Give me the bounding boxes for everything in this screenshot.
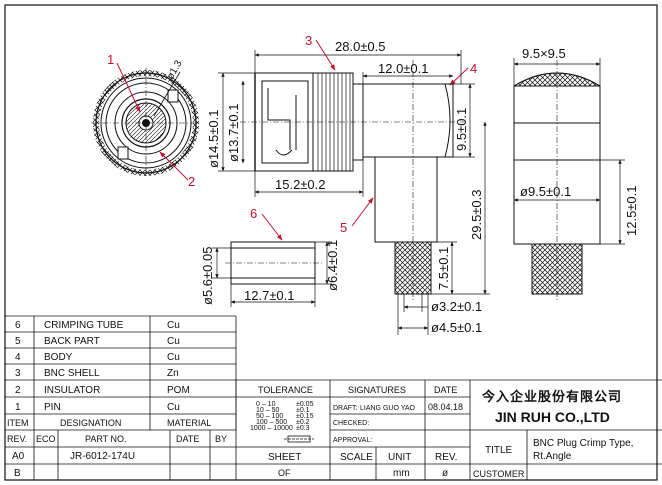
scale-label: SCALE bbox=[340, 452, 373, 463]
front-view bbox=[91, 68, 201, 178]
unit-value: mm bbox=[393, 468, 410, 479]
checked-label: CHECKED: bbox=[333, 420, 369, 427]
tolerance-range: 50 – 100 bbox=[256, 413, 283, 420]
bom-rows: 6 CRIMPING TUBE Cu 5 BACK PART Cu 4 BODY… bbox=[7, 320, 211, 428]
dim-tube-inner-dia: ø5.6±0.05 bbox=[200, 247, 215, 305]
bom-designation: BACK PART bbox=[44, 336, 100, 347]
title-label: TITLE bbox=[485, 445, 513, 456]
rev-header-rev: REV. bbox=[7, 434, 27, 444]
bom-item: 3 bbox=[15, 368, 21, 379]
bom-designation: CRIMPING TUBE bbox=[44, 320, 124, 331]
dim-head-length: 12.0±0.1 bbox=[378, 61, 429, 76]
dim-end-square: 9.5×9.5 bbox=[522, 46, 566, 61]
tolerance-block bbox=[236, 379, 662, 480]
signatures-title: SIGNATURES bbox=[348, 385, 406, 395]
dim-tube-outer-dia: ø6.4±0.1 bbox=[325, 240, 340, 291]
bom-header-designation: DESIGNATION bbox=[60, 418, 121, 428]
bom-item: 6 bbox=[15, 320, 21, 331]
draft-label: DRAFT: bbox=[333, 405, 358, 412]
dim-drop-length: 29.5±0.3 bbox=[469, 189, 484, 240]
sheet-label: SHEET bbox=[268, 452, 301, 463]
end-view bbox=[513, 60, 601, 300]
dim-inner-dia: ø13.7±0.1 bbox=[226, 104, 241, 162]
rev-cell-label: REV. bbox=[435, 452, 457, 463]
rev-header-part-no: PART NO. bbox=[85, 434, 127, 444]
tolerance-value: ±0.15 bbox=[296, 413, 314, 420]
drawing-frame bbox=[4, 4, 658, 481]
callout-2: 2 bbox=[188, 174, 195, 189]
rev-header-by: BY bbox=[215, 434, 227, 444]
dim-end-height: 12.5±0.1 bbox=[624, 185, 639, 236]
bom-item: 2 bbox=[15, 385, 21, 396]
tolerance-range: 100 – 500 bbox=[256, 419, 287, 426]
rev-cell-value: ø bbox=[442, 468, 448, 479]
approval-label: APPROVAL: bbox=[333, 437, 372, 444]
tolerance-value: ±0.3 bbox=[296, 425, 310, 432]
bom-material: POM bbox=[167, 385, 190, 396]
bom-designation: PIN bbox=[44, 402, 61, 413]
tolerance-range: 1000 – 10000 bbox=[250, 425, 293, 432]
bom-material: Cu bbox=[167, 402, 180, 413]
tolerance-values: 0 – 10 10 – 50 50 – 100 100 – 500 1000 –… bbox=[250, 401, 314, 432]
callout-6: 6 bbox=[250, 206, 257, 221]
bom-material: Cu bbox=[167, 336, 180, 347]
dim-overall-length: 28.0±0.5 bbox=[335, 39, 386, 54]
bom-item: 5 bbox=[15, 336, 21, 347]
tube-view bbox=[225, 241, 322, 285]
callout-4: 4 bbox=[470, 61, 477, 76]
bom-material: Cu bbox=[167, 320, 180, 331]
rev-a0-part-no: JR-6012-174U bbox=[70, 451, 135, 462]
dim-pin-dia: ø3.2±0.1 bbox=[431, 299, 482, 314]
draft-date: 08.04.18 bbox=[428, 402, 463, 412]
customer-label: CUSTOMER bbox=[473, 469, 525, 479]
draft-name: LIANG GUO YAO bbox=[360, 405, 416, 412]
side-view-dimensions bbox=[218, 50, 490, 335]
bom-designation: INSULATOR bbox=[44, 385, 100, 396]
dim-crimp-dia: ø4.5±0.1 bbox=[431, 320, 482, 335]
rev-header-date: DATE bbox=[176, 434, 199, 444]
callout-3: 3 bbox=[305, 33, 312, 48]
title-block bbox=[470, 429, 662, 480]
dim-crimp-length: 7.5±0.1 bbox=[436, 247, 451, 290]
callout-1: 1 bbox=[107, 52, 114, 67]
sheet-value: OF bbox=[278, 468, 291, 478]
company-chinese: 今入企业股份有限公司 bbox=[481, 389, 622, 404]
rev-a0: A0 bbox=[12, 451, 25, 462]
end-view-dimensions bbox=[513, 58, 625, 245]
title-value-line1: BNC Plug Crimp Type, bbox=[533, 438, 633, 449]
title-value-line2: Rt.Angle bbox=[533, 451, 572, 462]
dim-body-length: 15.2±0.2 bbox=[275, 177, 326, 192]
dim-head-height: 9.5±0.1 bbox=[454, 108, 469, 151]
rev-header-eco: ECO bbox=[36, 434, 56, 444]
unit-label: UNIT bbox=[388, 452, 411, 463]
bom-item: 4 bbox=[15, 352, 21, 363]
dim-tube-length: 12.7±0.1 bbox=[244, 288, 295, 303]
tolerance-value: ±0.1 bbox=[296, 407, 310, 414]
dim-outer-dia: ø14.5±0.1 bbox=[206, 110, 221, 168]
rev-b: B bbox=[14, 468, 21, 479]
tube-view-dimensions bbox=[212, 241, 332, 307]
company-english: JIN RUH CO.,LTD bbox=[495, 409, 610, 425]
side-view bbox=[240, 60, 465, 300]
bom-table bbox=[5, 315, 237, 480]
tolerance-range: 10 – 50 bbox=[256, 407, 279, 414]
tolerance-title: TOLERANCE bbox=[258, 385, 313, 395]
callout-5: 5 bbox=[340, 220, 347, 235]
bom-item: 1 bbox=[15, 402, 21, 413]
tolerance-value: ±0.05 bbox=[296, 401, 314, 408]
signatures-date-header: DATE bbox=[434, 385, 457, 395]
bom-designation: BODY bbox=[44, 352, 73, 363]
bom-material: Zn bbox=[167, 368, 179, 379]
dim-end-dia: ø9.5±0.1 bbox=[520, 184, 571, 199]
front-pin-dia-label: ø1.3 bbox=[165, 58, 185, 81]
tolerance-value: ±0.2 bbox=[296, 419, 310, 426]
bom-material: Cu bbox=[167, 352, 180, 363]
bom-header-material: MATERIAL bbox=[167, 418, 211, 428]
bom-designation: BNC SHELL bbox=[44, 368, 100, 379]
bom-header-item: ITEM bbox=[7, 418, 29, 428]
tolerance-range: 0 – 10 bbox=[256, 401, 276, 408]
